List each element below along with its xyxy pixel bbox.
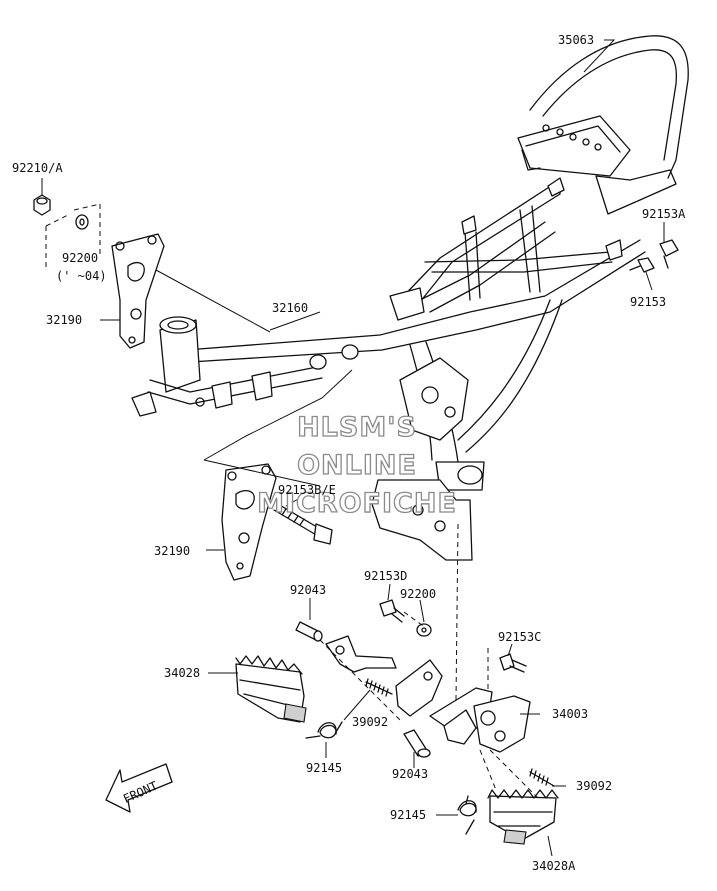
label-34028[interactable]: 34028 — [164, 666, 200, 680]
label-92153b-e[interactable]: 92153B/E — [278, 483, 336, 497]
watermark: HLSM'S ONLINE MICROFICHE — [256, 411, 457, 519]
footpeg-bracket-34003[interactable] — [429, 687, 531, 753]
bolt-92153[interactable] — [629, 257, 655, 273]
label-92200-lower[interactable]: 92200 — [400, 587, 436, 601]
label-92043-upper[interactable]: 92043 — [290, 583, 326, 597]
spring-92145-right[interactable] — [457, 795, 477, 835]
label-92200-upper[interactable]: 92200 — [62, 251, 98, 265]
label-34003[interactable]: 34003 — [552, 707, 588, 721]
front-arrow: FRONT — [105, 763, 173, 813]
leader-lines — [41, 39, 665, 857]
pin-92043-upper[interactable] — [295, 621, 323, 642]
rear-carrier-35063[interactable] — [517, 35, 689, 215]
label-32160[interactable]: 32160 — [272, 301, 308, 315]
label-35063[interactable]: 35063 — [558, 33, 594, 47]
spring-39092-left[interactable] — [365, 678, 393, 697]
pin-92043-lower[interactable] — [403, 729, 431, 758]
bolt-92153b-e[interactable] — [273, 503, 333, 545]
label-92153[interactable]: 92153 — [630, 295, 666, 309]
label-39092-left[interactable]: 39092 — [352, 715, 388, 729]
label-39092-right[interactable]: 39092 — [576, 779, 612, 793]
spring-92145-left[interactable] — [305, 721, 343, 739]
footpeg-bracket-left[interactable] — [325, 635, 443, 717]
bolt-92153c[interactable] — [499, 653, 527, 673]
label-92153a[interactable]: 92153A — [642, 207, 686, 221]
watermark-line-2: ONLINE — [297, 450, 417, 481]
footpeg-34028[interactable] — [235, 655, 307, 723]
spring-39092-right[interactable] — [529, 768, 555, 787]
engine-plate-lower-32190[interactable] — [221, 463, 277, 581]
assembly-lines — [45, 203, 541, 801]
bolt-92153a[interactable] — [659, 239, 679, 269]
label-92145-left[interactable]: 92145 — [306, 761, 342, 775]
nut-92210a[interactable] — [33, 194, 51, 216]
label-92153c[interactable]: 92153C — [498, 630, 541, 644]
label-92200-note: (' ~04) — [56, 269, 107, 283]
watermark-line-1: HLSM'S — [297, 412, 417, 443]
washer-92200-lower[interactable] — [416, 623, 432, 637]
label-34028a[interactable]: 34028A — [532, 859, 576, 873]
label-92145-right[interactable]: 92145 — [390, 808, 426, 822]
bolt-92153d[interactable] — [379, 599, 405, 623]
footpeg-34028a[interactable] — [487, 789, 559, 845]
watermark-line-3: MICROFICHE — [257, 488, 457, 519]
label-92153d[interactable]: 92153D — [364, 569, 407, 583]
label-92043-lower[interactable]: 92043 — [392, 767, 428, 781]
label-32190-upper[interactable]: 32190 — [46, 313, 82, 327]
engine-plate-upper-32190[interactable] — [111, 233, 165, 349]
label-92210a[interactable]: 92210/A — [12, 161, 63, 175]
main-frame-32160[interactable] — [131, 177, 646, 561]
part-labels: 35063 92210/A 92153A 92200 (' ~04) 32160… — [12, 33, 686, 873]
label-32190-lower[interactable]: 32190 — [154, 544, 190, 558]
washer-92200-upper[interactable] — [75, 214, 89, 230]
